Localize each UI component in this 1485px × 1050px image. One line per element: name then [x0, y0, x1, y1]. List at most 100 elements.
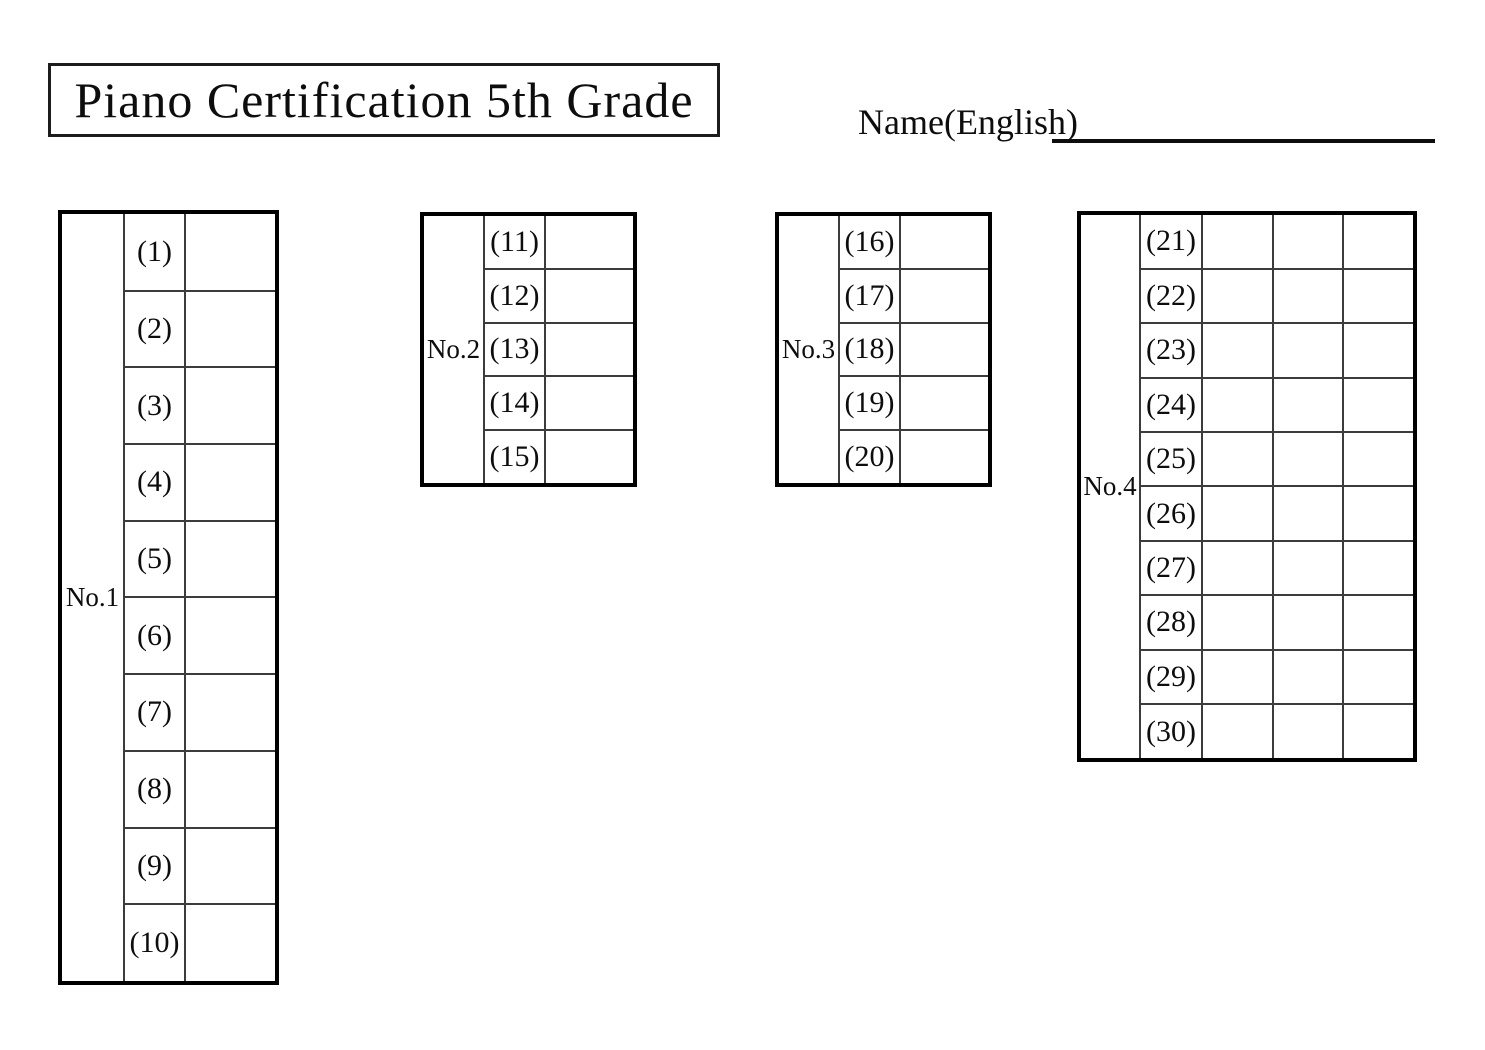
answer-cell [544, 212, 636, 271]
table-label: No.2 [421, 213, 485, 486]
answer-cell [1272, 267, 1344, 325]
answer-cell [1342, 212, 1416, 270]
answer-cell [1342, 703, 1416, 761]
question-number: (9) [123, 826, 186, 906]
question-number: (25) [1139, 431, 1203, 488]
answer-cell [1272, 322, 1344, 379]
answer-cell [1342, 322, 1416, 379]
question-number: (13) [483, 321, 546, 378]
table-row: No.1 (1) [59, 211, 278, 984]
answer-cell [184, 289, 278, 369]
answer-table-no4: No.4 (21) (22) (23) (24) (25) (26) (27) … [1077, 211, 1417, 762]
answer-cell [184, 826, 278, 906]
question-number: (27) [1139, 539, 1203, 597]
question-number: (23) [1139, 322, 1203, 379]
question-number: (19) [838, 375, 901, 431]
question-number: (17) [838, 268, 901, 324]
table-row: (4) [60, 443, 278, 522]
answer-cell [1201, 703, 1274, 761]
answer-cell [1201, 322, 1274, 379]
answer-cell [899, 212, 991, 271]
table-row: (27) [1079, 539, 1416, 597]
table-row: (23) [1079, 322, 1416, 379]
answer-cell [899, 375, 991, 431]
table-label: No.1 [59, 211, 125, 984]
answer-cell [184, 519, 278, 599]
answer-cell [184, 596, 278, 676]
answer-cell [184, 903, 278, 984]
answer-cell [1201, 648, 1274, 706]
table-row: (22) [1079, 267, 1416, 325]
answer-cell [1342, 594, 1416, 651]
answer-cell [1201, 485, 1274, 542]
table-row: (14) [422, 375, 636, 431]
question-number: (30) [1139, 703, 1203, 761]
question-number: (20) [838, 428, 901, 487]
question-number: (2) [123, 289, 186, 369]
table-row: (26) [1079, 485, 1416, 542]
answer-cell [544, 268, 636, 324]
table-row: (5) [60, 519, 278, 599]
question-number: (24) [1139, 376, 1203, 434]
table-row: (10) [60, 903, 278, 984]
table-row: (28) [1079, 594, 1416, 651]
table-row: (18) [777, 321, 991, 378]
table-row: (7) [60, 673, 278, 752]
answer-cell [184, 211, 278, 292]
question-number: (14) [483, 375, 546, 431]
table-row: (6) [60, 596, 278, 676]
answer-cell [184, 673, 278, 752]
answer-cell [184, 443, 278, 522]
table-label: No.3 [776, 213, 840, 486]
question-number: (28) [1139, 594, 1203, 651]
answer-cell [544, 321, 636, 378]
table-row: (25) [1079, 431, 1416, 488]
answer-cell [1342, 485, 1416, 542]
table-row: (17) [777, 268, 991, 324]
table-row: (8) [60, 749, 278, 829]
answer-cell [1201, 376, 1274, 434]
table-row: (29) [1079, 648, 1416, 706]
answer-cell [1201, 267, 1274, 325]
answer-cell [544, 375, 636, 431]
answer-cell [1342, 431, 1416, 488]
question-number: (5) [123, 519, 186, 599]
question-number: (21) [1139, 212, 1203, 270]
question-number: (6) [123, 596, 186, 676]
question-number: (7) [123, 673, 186, 752]
question-number: (18) [838, 321, 901, 378]
table-row: (19) [777, 375, 991, 431]
table-row: (9) [60, 826, 278, 906]
answer-cell [184, 749, 278, 829]
name-label: Name(English) [858, 102, 1078, 142]
answer-table-no1: No.1 (1) (2) (3) (4) (5) (6) (7) (8) (9)… [58, 210, 279, 985]
answer-cell [1272, 539, 1344, 597]
answer-cell [1201, 212, 1274, 270]
answer-cell [1272, 703, 1344, 761]
question-number: (3) [123, 366, 186, 446]
answer-cell [1272, 648, 1344, 706]
table-row: No.4 (21) [1078, 212, 1416, 761]
table-label: No.4 [1078, 212, 1141, 761]
answer-cell [1201, 431, 1274, 488]
question-number: (8) [123, 749, 186, 829]
question-number: (22) [1139, 267, 1203, 325]
question-number: (4) [123, 443, 186, 522]
answer-cell [899, 428, 991, 487]
question-number: (10) [123, 903, 186, 984]
answer-cell [1272, 376, 1344, 434]
answer-cell [1342, 267, 1416, 325]
table-row: (13) [422, 321, 636, 378]
answer-table-no2: No.2 (11) (12) (13) (14) (15) [420, 212, 637, 487]
page-title: Piano Certification 5th Grade [74, 72, 694, 128]
question-number: (16) [838, 212, 901, 271]
answer-cell [1201, 594, 1274, 651]
answer-cell [1272, 594, 1344, 651]
question-number: (26) [1139, 485, 1203, 542]
table-row: (15) [422, 428, 636, 487]
answer-cell [544, 428, 636, 487]
table-row: (24) [1079, 376, 1416, 434]
table-row: (12) [422, 268, 636, 324]
table-row: (3) [60, 366, 278, 446]
table-row: (30) [1079, 703, 1416, 761]
